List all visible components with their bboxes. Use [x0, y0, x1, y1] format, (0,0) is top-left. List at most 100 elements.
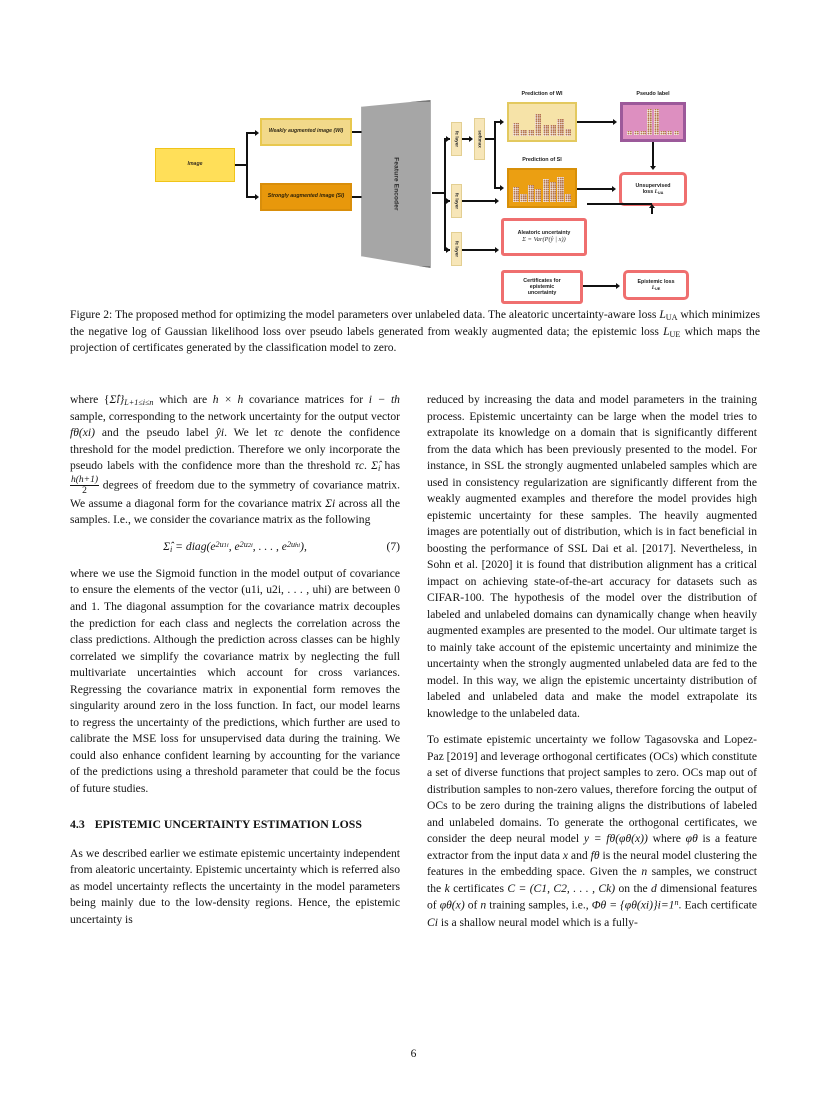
figure-caption-label: Figure 2: [70, 308, 113, 321]
p2-x: x [562, 848, 568, 862]
connector-softmax-out [485, 138, 495, 140]
p1-ith: i − th [368, 393, 400, 406]
page-number: 6 [410, 1048, 417, 1060]
p2-e: is the neural model clustering the featu… [427, 848, 757, 879]
p1-fraction: h(h+1)2 [70, 475, 99, 496]
histogram-bar [673, 131, 680, 135]
p1-l: across all the samples. I.e., we conside… [70, 496, 400, 527]
p1-c: which are [153, 393, 213, 406]
histogram-bar [520, 129, 527, 136]
histogram-bar [653, 109, 660, 135]
figure-caption: Figure 2: The proposed method for optimi… [70, 307, 760, 357]
histogram-bar [527, 184, 535, 202]
p1-f: and the pseudo label [95, 426, 216, 440]
node-certificates-line3: uncertainty [527, 290, 557, 297]
caption-loss-ua-sub: UA [665, 313, 678, 323]
section-heading-4-3: 4.3 EPISTEMIC UNCERTAINTY ESTIMATION LOS… [70, 817, 400, 833]
node-epistemic-loss-title: Epistemic loss [637, 278, 675, 285]
connector-softmax-wi [494, 121, 502, 123]
histogram-bar [527, 129, 535, 136]
histogram-bar [660, 131, 666, 135]
p1-g: . We let [224, 426, 275, 440]
p1-fx: fθ(xi) [70, 426, 96, 440]
node-epistemic-loss: Epistemic loss LUE [623, 270, 689, 300]
histogram-bar [640, 131, 646, 135]
p2-g: samples, we construct the [427, 865, 757, 895]
node-softmax: softmax [474, 118, 485, 160]
histogram-bar [535, 114, 542, 136]
figure-2: Image Weakly augmented image (WI) Strong… [70, 72, 760, 304]
node-prediction-wi [507, 102, 577, 142]
p2-Ci: Ci [427, 915, 438, 929]
paragraph-epistemic-intro: As we described earlier we estimate epis… [70, 846, 400, 926]
p2-o: . Each certificate [678, 899, 758, 913]
p1-frac-num: h(h+1) [70, 474, 99, 486]
unsup-loss-symbol: L [654, 188, 658, 195]
p1-e: sample, corresponding to the network unc… [70, 409, 400, 423]
node-certificates-line1: Certificates for [523, 277, 561, 284]
p2-Phi: Φθ = {φθ(xi)}i=1 [591, 899, 675, 913]
histogram-bar [627, 131, 633, 135]
p1-hxh: h × h [212, 393, 244, 406]
arrowhead-wi-pseudo [613, 118, 617, 125]
equation-7-body: Σ̂i = diag(e2u1i, e2u2i, . . . , e2uhi), [163, 539, 307, 555]
p2-m: training samples, i.e., [486, 899, 592, 913]
node-pseudo-label [620, 102, 686, 142]
p1-j: has [380, 459, 401, 473]
paragraph-epistemic-reduced: reduced by increasing the data and model… [427, 393, 757, 720]
arrowhead-fc2-aleatoric [495, 197, 499, 204]
histogram-prediction-si [513, 174, 572, 202]
figure-caption-text-1: The proposed method for optimizing the m… [112, 308, 660, 321]
p2-d: and [567, 848, 591, 862]
p2-phix: φθ(x) [439, 899, 465, 913]
node-fc-layer-1: fc layer [451, 122, 462, 156]
node-image-label: Image [187, 161, 203, 168]
p1-b: i} [116, 393, 125, 406]
histogram-bar [542, 179, 549, 202]
histogram-bar [513, 123, 520, 136]
arrowhead-to-wi [255, 129, 259, 136]
p1-i: . [364, 459, 372, 473]
node-weakly-augmented-label: Weakly augmented image (WI) [268, 128, 344, 135]
p2-c: is a feature extractor from the input da… [427, 832, 757, 862]
p2-Phi-sup: n [674, 898, 679, 908]
arrowhead-cert-epistemic [616, 282, 620, 289]
label-pseudo-label: Pseudo label [636, 91, 670, 97]
histogram-bar [557, 177, 564, 202]
connector-aleatoric-unsup-v [651, 206, 653, 214]
histogram-bar [646, 109, 653, 135]
label-prediction-si: Prediction of SI [522, 157, 562, 163]
histogram-bar [520, 193, 527, 202]
histogram-bar [535, 188, 542, 202]
connector-wi-pseudo [577, 121, 614, 123]
node-feature-encoder: Feature Encoder [360, 100, 432, 268]
arrowhead-si-unsup [612, 185, 616, 192]
connector-to-si [246, 196, 256, 198]
p1-frac-den: 2 [82, 485, 87, 496]
paragraph-sigmoid: where we use the Sigmoid function in the… [70, 566, 400, 795]
method-diagram: Image Weakly augmented image (WI) Strong… [155, 80, 760, 304]
histogram-pseudo-label [627, 109, 680, 135]
histogram-prediction-wi [513, 108, 572, 136]
p1-h: denote the confidence threshold for the … [70, 426, 400, 473]
p1-tauc2: τc [354, 459, 365, 473]
p2-f: fθ [590, 848, 600, 862]
caption-loss-ue: L [663, 324, 670, 338]
p2-h: certificates [449, 881, 508, 895]
histogram-bar [564, 193, 572, 202]
epistemic-loss-subscript: UE [654, 286, 661, 291]
p2-n2: n [480, 899, 487, 913]
p2-k: k [444, 881, 450, 895]
node-feature-encoder-label: Feature Encoder [392, 157, 400, 211]
connector-softmax-split [494, 121, 496, 188]
arrowhead-pseudo-unsup [649, 166, 656, 170]
unsup-loss-word: loss [642, 188, 654, 195]
histogram-bar [564, 129, 572, 136]
node-softmax-label: softmax [477, 130, 482, 148]
p1-sigma: Σ̂ [109, 393, 117, 406]
histogram-bar [666, 131, 673, 135]
connector-aleatoric-unsup-h [587, 203, 652, 205]
connector-pseudo-unsup [652, 142, 654, 168]
p2-a: To estimate epistemic uncertainty we fol… [427, 733, 757, 846]
